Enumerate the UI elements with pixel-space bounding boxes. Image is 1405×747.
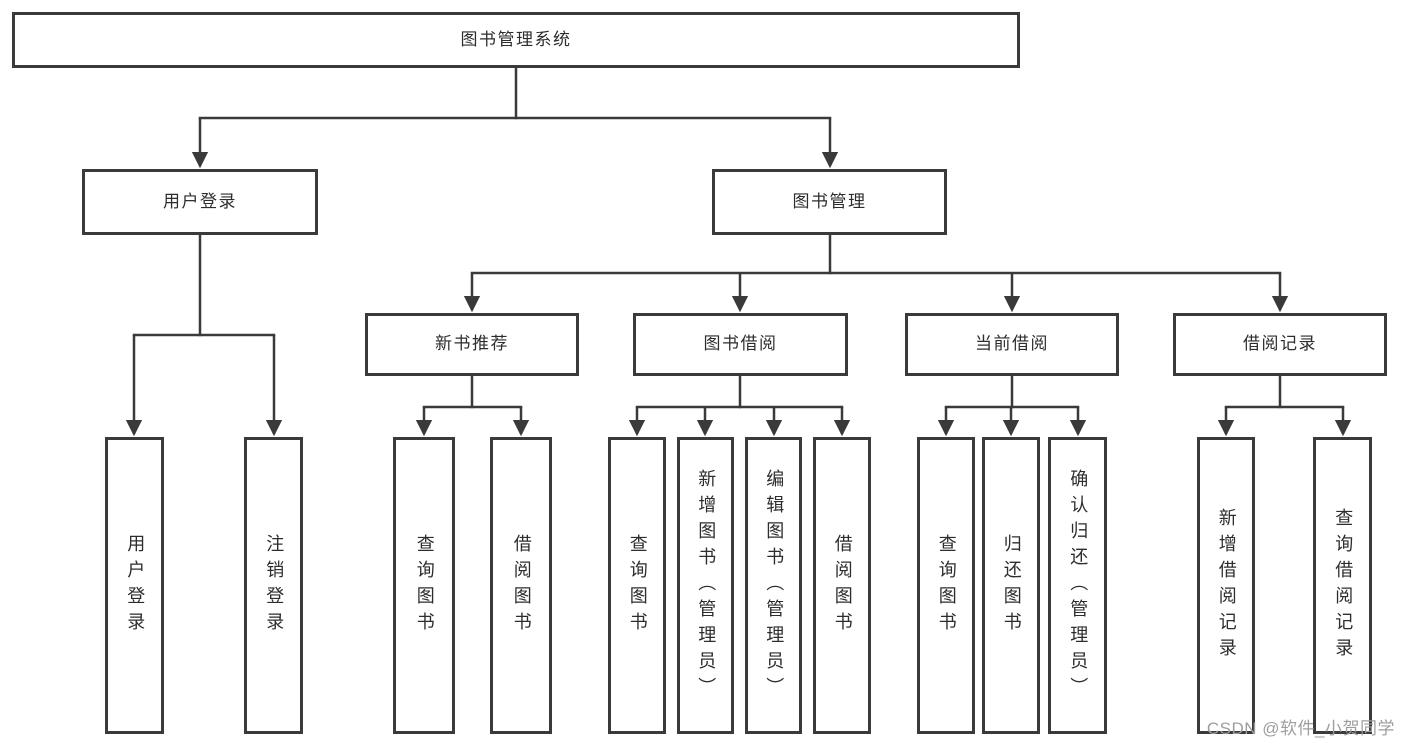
leaf-current-query-books: 查询图书 xyxy=(917,437,975,734)
leaf-user-login: 用户登录 xyxy=(105,437,164,734)
leaf-records-add-borrow-record: 新增借阅记录 xyxy=(1197,437,1255,734)
node-root-book-management-system: 图书管理系统 xyxy=(12,12,1020,68)
csdn-watermark: CSDN @软件_小贺同学 xyxy=(1206,719,1395,738)
leaf-current-return-books: 归还图书 xyxy=(982,437,1040,734)
leaf-logout: 注销登录 xyxy=(244,437,303,734)
node-user-login: 用户登录 xyxy=(82,169,318,235)
leaf-newbooks-query-books: 查询图书 xyxy=(393,437,455,734)
leaf-borrowing-query-books: 查询图书 xyxy=(608,437,666,734)
leaf-borrowing-add-books-admin: 新增图书（管理员） xyxy=(677,437,734,734)
node-current-borrowing: 当前借阅 xyxy=(905,313,1119,376)
node-book-management: 图书管理 xyxy=(712,169,947,235)
leaf-newbooks-borrow-books: 借阅图书 xyxy=(490,437,552,734)
leaf-borrowing-borrow-books: 借阅图书 xyxy=(813,437,871,734)
leaf-current-confirm-return-admin: 确认归还（管理员） xyxy=(1048,437,1107,734)
node-new-book-recommend: 新书推荐 xyxy=(365,313,579,376)
node-borrow-records: 借阅记录 xyxy=(1173,313,1387,376)
leaf-records-query-borrow-record: 查询借阅记录 xyxy=(1313,437,1372,734)
node-book-borrowing: 图书借阅 xyxy=(633,313,848,376)
leaf-borrowing-edit-books-admin: 编辑图书（管理员） xyxy=(745,437,802,734)
